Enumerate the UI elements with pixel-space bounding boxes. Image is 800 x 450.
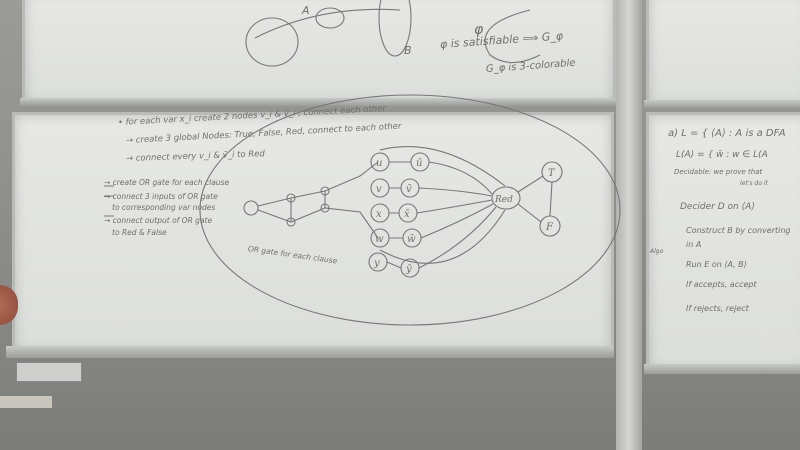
- presenter-hand: [0, 285, 18, 325]
- right-top-tray: [644, 100, 800, 108]
- right-line-10: If rejects, reject: [686, 304, 749, 313]
- top-circle-b: [378, 0, 412, 57]
- right-line-5: Decider D on ⟨A⟩: [680, 202, 755, 212]
- outer-ellipse: [199, 94, 621, 326]
- note-line-6: to corresponding var nodes: [112, 203, 216, 212]
- top-label-b: B: [404, 44, 412, 57]
- global-edges: [517, 175, 553, 223]
- top-whiteboard: [22, 0, 616, 106]
- gate-wire: [257, 207, 379, 239]
- top-circle-a: [245, 17, 299, 67]
- note-line-7: → connect output of OR gate: [104, 216, 213, 225]
- top-circle-small: [315, 7, 345, 29]
- svg-text:ȳ: ȳ: [405, 264, 412, 275]
- note-line-5: → connect 3 inputs of OR gate: [104, 192, 218, 201]
- right-whiteboard: [646, 112, 800, 372]
- svg-text:F: F: [545, 222, 554, 233]
- svg-text:ū: ū: [416, 158, 422, 169]
- gate-input-node: [243, 200, 259, 216]
- right-line-4: let's do it: [740, 180, 768, 187]
- right-line-6: Construct B by converting: [686, 226, 791, 235]
- top-label-a: A: [302, 4, 310, 17]
- svg-text:v: v: [376, 184, 382, 195]
- red-node: [491, 186, 521, 210]
- svg-text:T: T: [548, 168, 556, 179]
- right-top-whiteboard: [646, 0, 800, 108]
- right-line-9: If accepts, accept: [686, 280, 757, 289]
- note-line-4: → create OR gate for each clause: [104, 178, 230, 187]
- right-line-1: a) L = { ⟨A⟩ : A is a DFA: [668, 128, 786, 139]
- svg-text:x: x: [376, 209, 382, 220]
- right-line-3: Decidable: we prove that: [674, 168, 763, 176]
- right-line-8: Run E on ⟨A, B⟩: [686, 260, 747, 269]
- svg-text:y: y: [373, 258, 380, 269]
- right-line-11: Algo: [650, 248, 664, 255]
- top-board-tray: [20, 98, 616, 106]
- gate-wire: [257, 161, 379, 207]
- right-board-tray: [644, 364, 800, 374]
- svg-text:w: w: [375, 234, 384, 245]
- note-line-8: to Red & False: [112, 228, 167, 237]
- main-board-tray: [6, 346, 614, 358]
- right-line-7: in A: [686, 240, 702, 249]
- top-phi-label: φ: [474, 22, 484, 38]
- svg-text:u: u: [376, 158, 382, 169]
- svg-text:w̄: w̄: [407, 234, 416, 245]
- top-arrow-curve: [484, 9, 541, 64]
- top-curve: [254, 8, 401, 39]
- svg-text:x̄: x̄: [404, 209, 410, 220]
- right-line-2: L(A) = { w̄ : w ∈ L(A: [676, 150, 768, 160]
- board-post: [616, 0, 642, 450]
- svg-text:Red: Red: [494, 195, 513, 205]
- svg-text:v̄: v̄: [406, 184, 412, 195]
- desk-ledge: [0, 396, 52, 408]
- wall-sign: [16, 362, 82, 382]
